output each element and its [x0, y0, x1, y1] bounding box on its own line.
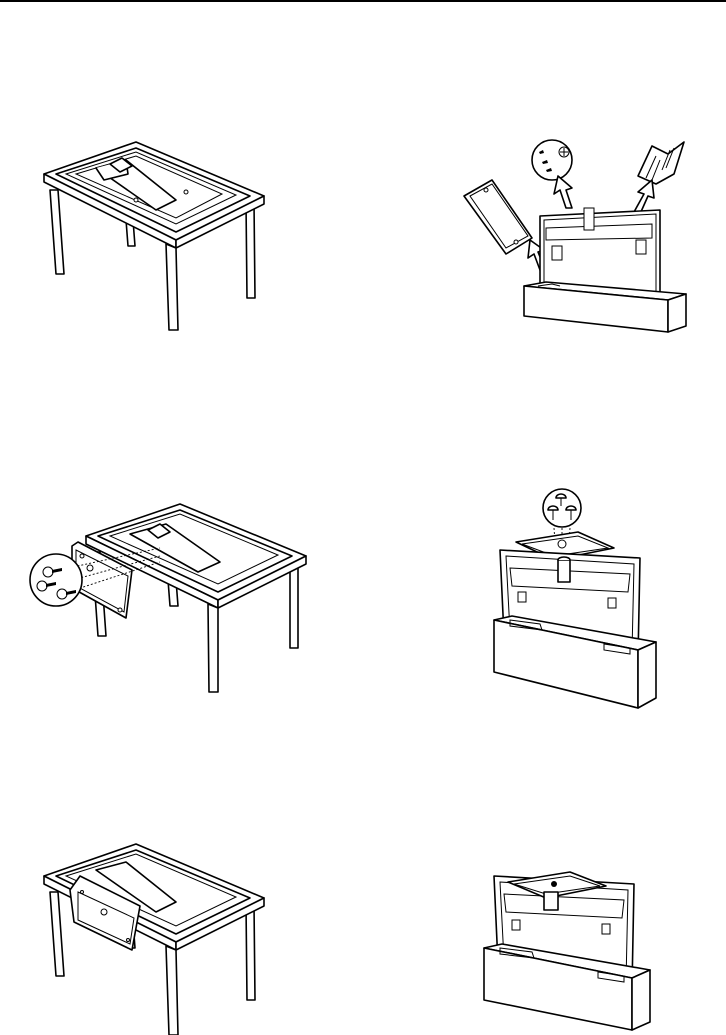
attach-bracket-on-table-figure — [20, 500, 320, 700]
bracket-screw-attach-illustration — [20, 500, 320, 700]
attach-plate-upright-figure — [470, 488, 670, 718]
tv-facedown-table-illustration — [36, 140, 276, 340]
box-unpacking-illustration — [456, 136, 696, 336]
manual-book-icon — [638, 142, 684, 184]
screws-callout-icon — [532, 140, 572, 180]
page-top-rule — [0, 0, 726, 2]
box-contents-removal-figure — [456, 136, 696, 336]
plate-mounted-illustration — [474, 862, 674, 1032]
bracket-attached-on-table-figure — [36, 842, 276, 1035]
plate-attached-upright-figure — [474, 862, 674, 1032]
screw-callout-icon — [543, 489, 581, 527]
plate-screw-attach-illustration — [470, 488, 670, 718]
bracket-mounted-illustration — [36, 842, 276, 1035]
base-plate-icon — [464, 180, 532, 254]
tv-facedown-on-table-figure — [36, 140, 276, 340]
